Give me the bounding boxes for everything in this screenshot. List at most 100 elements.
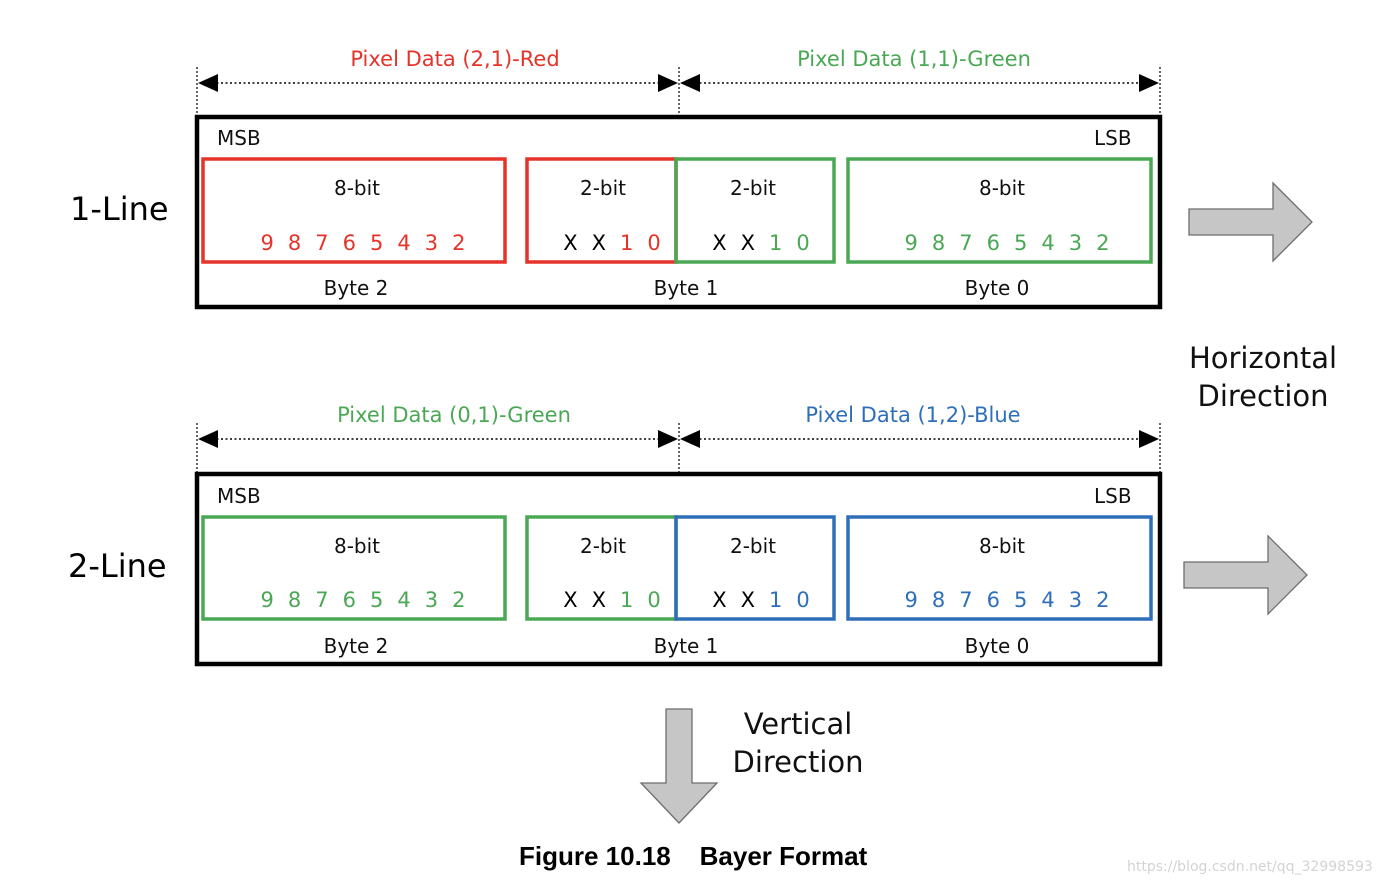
bit-digit: 7 (959, 231, 987, 255)
bit-box (846, 515, 1153, 621)
bit-digit: 0 (796, 231, 810, 255)
bit-digit: 4 (397, 231, 425, 255)
bit-box (201, 157, 507, 264)
bit-digit: 5 (1014, 588, 1042, 612)
bit-digit: 8 (931, 231, 960, 255)
bit-digit: 7 (315, 231, 343, 255)
bit-digit: 3 (424, 588, 453, 612)
row1-byte0-label: Byte 0 (964, 276, 1030, 300)
bit-digit: 4 (1041, 231, 1069, 255)
horizontal-direction-arrow (1183, 534, 1308, 616)
horizontal-direction-line1: Horizontal (1188, 341, 1338, 375)
bit-digit: 1 (769, 231, 797, 255)
bit-digit: 9 (260, 231, 288, 255)
row1-box2-head: 2-bit (579, 176, 627, 200)
row1-box4-bits: 98765432 (905, 233, 1110, 254)
row2-box2-bits: XX10 (563, 590, 661, 611)
bit-digit: 9 (904, 588, 932, 612)
bit-digit: X (591, 231, 621, 255)
row1-box2-bits: XX10 (563, 233, 661, 254)
horizontal-direction-label: Horizontal Direction (1170, 339, 1356, 416)
byte-frame (194, 471, 1163, 667)
row1-left-pixel-label: Pixel Data (2,1)-Red (350, 47, 560, 71)
row2-box4-head: 8-bit (978, 534, 1026, 558)
row1-box1-head: 8-bit (333, 176, 381, 200)
bit-digit: 9 (260, 588, 288, 612)
row1-box3-bits: XX10 (712, 233, 810, 254)
bit-digit: X (563, 588, 592, 612)
bit-digit: 1 (620, 588, 648, 612)
bit-digit: 2 (1096, 588, 1110, 612)
dimension-arrowhead (1139, 430, 1159, 448)
row1-box3-head: 2-bit (729, 176, 777, 200)
figure-caption: Figure 10.18 Bayer Format (519, 841, 868, 871)
row2-box1-head: 8-bit (333, 534, 381, 558)
row1-box4-head: 8-bit (978, 176, 1026, 200)
horizontal-direction-line2: Direction (1197, 379, 1329, 414)
row2-lsb-label: LSB (1094, 484, 1132, 508)
row2-box3-head: 2-bit (729, 534, 777, 558)
bit-digit: 3 (1068, 588, 1097, 612)
bit-digit: 0 (647, 231, 661, 255)
bit-digit: X (740, 588, 770, 612)
dimension-arrowhead (198, 430, 218, 448)
row2-left-pixel-label: Pixel Data (0,1)-Green (337, 403, 571, 427)
row2-byte2-label: Byte 2 (323, 634, 389, 658)
bit-digit: 5 (370, 588, 398, 612)
dimension-arrowhead (658, 74, 678, 92)
row1-byte1-label: Byte 1 (653, 276, 719, 300)
row2-right-pixel-label: Pixel Data (1,2)-Blue (805, 403, 1021, 427)
bit-digit: 4 (397, 588, 425, 612)
row1-line-label: 1-Line (70, 190, 169, 228)
bit-digit: 5 (370, 231, 398, 255)
row2-box1-bits: 98765432 (261, 590, 466, 611)
bit-digit: 1 (769, 588, 797, 612)
bit-digit: X (712, 588, 741, 612)
bit-digit: 2 (1096, 231, 1110, 255)
bit-digit: 0 (796, 588, 810, 612)
bit-digit: 9 (904, 231, 932, 255)
row2-box4-bits: 98765432 (905, 590, 1110, 611)
vertical-direction-line1: Vertical (743, 707, 853, 741)
bit-digit: 2 (452, 231, 466, 255)
bit-digit: 0 (647, 588, 661, 612)
row2-byte1-label: Byte 1 (653, 634, 719, 658)
bit-digit: 5 (1014, 231, 1042, 255)
bit-digit: 3 (1068, 231, 1097, 255)
row1-right-pixel-label: Pixel Data (1,1)-Green (797, 47, 1031, 71)
bit-digit: 8 (287, 231, 316, 255)
row2-byte0-label: Byte 0 (964, 634, 1030, 658)
bit-digit: 6 (342, 588, 370, 612)
row2-box3-bits: XX10 (712, 590, 810, 611)
row2-box2-head: 2-bit (579, 534, 627, 558)
bit-box (674, 515, 836, 621)
row1-byte2-label: Byte 2 (323, 276, 389, 300)
row1-box1-bits: 98765432 (261, 233, 466, 254)
row1-lsb-label: LSB (1094, 126, 1132, 150)
row1-msb-label: MSB (217, 126, 261, 150)
bit-digit: 8 (287, 588, 316, 612)
vertical-direction-arrow (639, 708, 719, 824)
bit-digit: 6 (342, 231, 370, 255)
bit-box (674, 157, 836, 264)
bit-digit: X (712, 231, 741, 255)
bit-digit: 4 (1041, 588, 1069, 612)
bit-box (201, 515, 507, 621)
row2-line-label: 2-Line (68, 547, 167, 585)
dimension-arrowhead (658, 430, 678, 448)
bit-digit: 1 (620, 231, 648, 255)
vertical-direction-line2: Direction (732, 745, 864, 780)
bit-digit: 6 (986, 588, 1014, 612)
horizontal-direction-arrow (1188, 181, 1313, 263)
row2-msb-label: MSB (217, 484, 261, 508)
bit-digit: X (563, 231, 592, 255)
bit-digit: 7 (315, 588, 343, 612)
bit-digit: X (740, 231, 770, 255)
bit-digit: 6 (986, 231, 1014, 255)
bit-digit: 7 (959, 588, 987, 612)
dimension-arrowhead (680, 430, 700, 448)
bit-digit: 8 (931, 588, 960, 612)
bit-digit: X (591, 588, 621, 612)
dimension-arrowhead (1139, 74, 1159, 92)
